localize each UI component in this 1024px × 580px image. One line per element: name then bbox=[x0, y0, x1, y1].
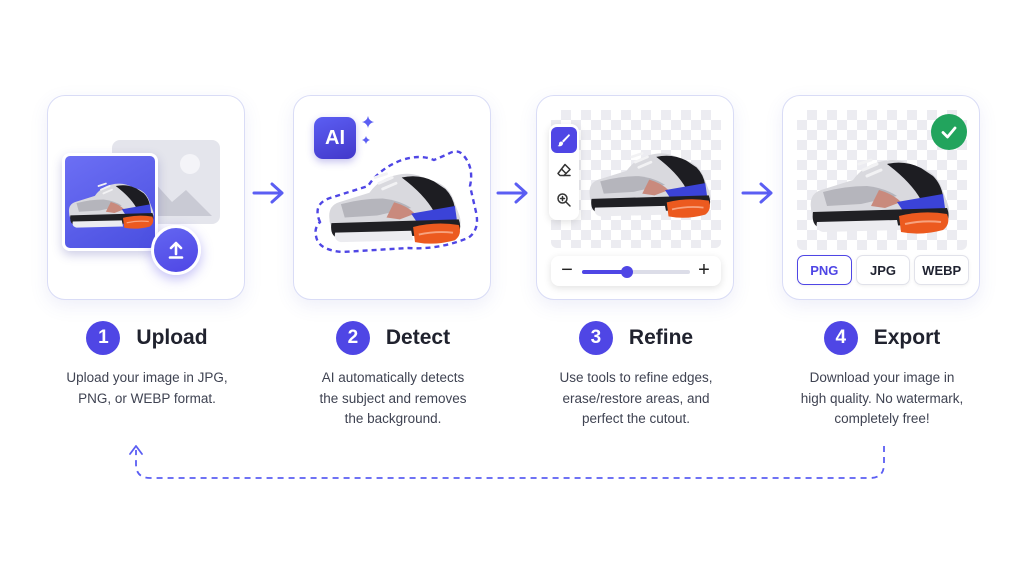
step-description: Use tools to refine edges, erase/restore… bbox=[559, 370, 713, 426]
arrow-right-icon bbox=[496, 182, 528, 204]
step-description: Upload your image in JPG, PNG, or WEBP f… bbox=[66, 370, 228, 406]
step-number: 1 bbox=[86, 321, 121, 355]
zoom-control: − + bbox=[551, 256, 721, 286]
refine-card: − + bbox=[536, 95, 734, 300]
step-number: 2 bbox=[335, 321, 370, 355]
tool-palette bbox=[549, 124, 579, 220]
loop-back-arrow-icon bbox=[129, 445, 885, 479]
upload-arrow-icon bbox=[168, 241, 184, 259]
cutout-shoe bbox=[588, 152, 712, 220]
upload-card bbox=[47, 95, 245, 300]
step-title: Detect bbox=[385, 326, 451, 349]
uploaded-photo bbox=[62, 153, 158, 251]
zoom-slider-fill bbox=[582, 270, 628, 274]
ai-badge: AI bbox=[314, 117, 356, 159]
format-webp-button[interactable]: WEBP bbox=[914, 255, 970, 285]
step-title: Export bbox=[873, 326, 941, 349]
zoom-slider[interactable] bbox=[582, 266, 690, 278]
eraser-icon bbox=[557, 163, 571, 177]
export-card: PNG JPG WEBP bbox=[782, 95, 980, 300]
step-detect: 2 Detect AI automatically detects the su… bbox=[293, 320, 493, 430]
cutout-shoe bbox=[809, 158, 951, 236]
brush-tool-button[interactable] bbox=[551, 127, 577, 153]
zoom-in-button[interactable]: + bbox=[698, 259, 710, 281]
zoom-in-icon bbox=[557, 193, 571, 207]
format-png-button[interactable]: PNG bbox=[797, 255, 852, 285]
step-number: 4 bbox=[823, 321, 858, 355]
step-upload: 1 Upload Upload your image in JPG, PNG, … bbox=[47, 320, 247, 409]
brush-icon bbox=[557, 134, 570, 147]
arrow-right-icon bbox=[741, 182, 773, 204]
dashed-outline-icon bbox=[314, 150, 479, 254]
step-number: 3 bbox=[578, 321, 613, 355]
step-description: AI automatically detects the subject and… bbox=[319, 370, 467, 426]
step-title: Upload bbox=[136, 326, 208, 349]
detect-card: AI bbox=[293, 95, 491, 300]
sparkle-icon bbox=[362, 116, 374, 144]
eraser-tool-button[interactable] bbox=[551, 157, 577, 183]
check-circle-icon bbox=[931, 114, 967, 150]
step-export: 4 Export Download your image in high qua… bbox=[782, 320, 982, 430]
zoom-tool-button[interactable] bbox=[551, 187, 577, 213]
transparent-canvas bbox=[551, 110, 721, 248]
step-description: Download your image in high quality. No … bbox=[800, 370, 964, 426]
step-title: Refine bbox=[628, 326, 694, 349]
format-jpg-button[interactable]: JPG bbox=[855, 255, 911, 285]
zoom-out-button[interactable]: − bbox=[561, 259, 573, 281]
zoom-slider-thumb[interactable] bbox=[621, 266, 634, 278]
upload-button[interactable] bbox=[151, 225, 201, 275]
step-refine: 3 Refine Use tools to refine edges, eras… bbox=[536, 320, 736, 430]
arrow-right-icon bbox=[252, 182, 284, 204]
format-selector: PNG JPG WEBP bbox=[797, 255, 970, 285]
